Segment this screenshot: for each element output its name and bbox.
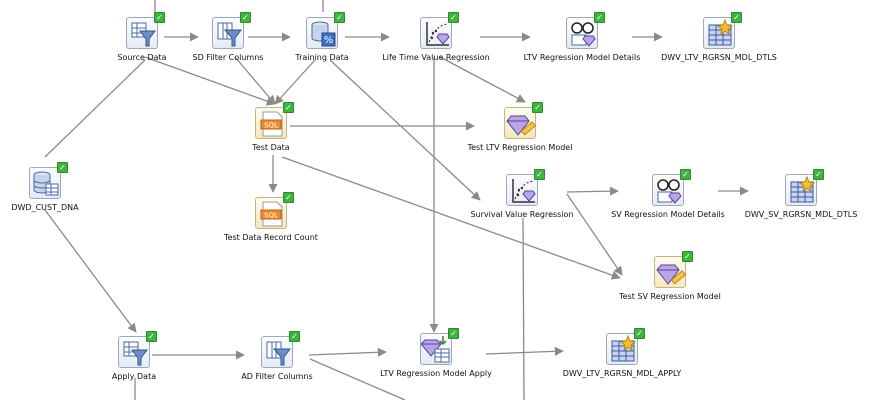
connector-line[interactable]: [522, 217, 525, 400]
connector-line[interactable]: [274, 59, 316, 105]
create-table-icon: [606, 333, 638, 365]
node-label: Life Time Value Regression: [382, 53, 490, 62]
checkmark-icon: ✓: [731, 12, 742, 23]
checkmark-icon: ✓: [534, 169, 545, 180]
node-label: SV Regression Model Details: [611, 210, 725, 219]
node-label: Test LTV Regression Model: [467, 143, 573, 152]
sample-percent-icon: %: [306, 17, 338, 49]
node-label: Training Data: [295, 53, 349, 62]
node-label: DWV_SV_RGRSN_MDL_DTLS: [744, 210, 858, 219]
checkmark-icon: ✓: [289, 331, 300, 342]
checkmark-icon: ✓: [448, 12, 459, 23]
node-label: DWV_LTV_RGRSN_MDL_DTLS: [661, 53, 777, 62]
sql-query-icon: SQL: [255, 197, 287, 229]
connector-line[interactable]: [566, 193, 623, 276]
node-label: SD Filter Columns: [192, 53, 264, 62]
model-details-icon: [566, 17, 598, 49]
filter-columns-icon: [212, 17, 244, 49]
node-label: DWD_CUST_DNA: [11, 203, 79, 212]
checkmark-icon: ✓: [448, 328, 459, 339]
connector-line[interactable]: [44, 59, 146, 158]
node-label: Source Data: [117, 53, 167, 62]
connector-line[interactable]: [485, 346, 564, 356]
node-label: Test Data Record Count: [224, 233, 318, 242]
checkmark-icon: ✓: [283, 192, 294, 203]
node-label: Test SV Regression Model: [619, 292, 721, 301]
connector-line[interactable]: [308, 347, 387, 357]
svg-text:SQL: SQL: [264, 122, 278, 130]
connector-line[interactable]: [309, 358, 406, 400]
connector-line[interactable]: [281, 156, 621, 280]
node-label: LTV Regression Model Details: [523, 53, 641, 62]
filter-rows-icon: [118, 336, 150, 368]
filter-columns-icon: [261, 336, 293, 368]
checkmark-icon: ✓: [57, 162, 68, 173]
node-label: Test Data: [252, 143, 290, 152]
test-model-icon: [504, 107, 536, 139]
checkmark-icon: ✓: [240, 12, 251, 23]
node-label: DWV_LTV_RGRSN_MDL_APPLY: [562, 369, 682, 378]
checkmark-icon: ✓: [532, 102, 543, 113]
checkmark-icon: ✓: [334, 12, 345, 23]
checkmark-icon: ✓: [154, 12, 165, 23]
checkmark-icon: ✓: [682, 251, 693, 262]
create-table-icon: [703, 17, 735, 49]
data-source-icon: [29, 167, 61, 199]
node-label: AD Filter Columns: [241, 372, 313, 381]
connector-line[interactable]: [439, 56, 526, 103]
regression-icon: [420, 17, 452, 49]
connector-line[interactable]: [566, 186, 619, 196]
connector-line[interactable]: [234, 56, 276, 105]
create-table-icon: [785, 174, 817, 206]
svg-text:%: %: [324, 35, 334, 46]
svg-text:SQL: SQL: [264, 212, 278, 220]
connector-line[interactable]: [329, 59, 481, 201]
node-label: Survival Value Regression: [470, 210, 574, 219]
checkmark-icon: ✓: [146, 331, 157, 342]
checkmark-icon: ✓: [680, 169, 691, 180]
connector-line[interactable]: [144, 56, 276, 106]
checkmark-icon: ✓: [283, 102, 294, 113]
filter-rows-icon: [126, 17, 158, 49]
checkmark-icon: ✓: [813, 169, 824, 180]
connector-line[interactable]: [44, 209, 137, 333]
checkmark-icon: ✓: [634, 328, 645, 339]
sql-query-icon: SQL: [255, 107, 287, 139]
model-details-icon: [652, 174, 684, 206]
test-model-icon: [654, 256, 686, 288]
checkmark-icon: ✓: [594, 12, 605, 23]
regression-icon: [506, 174, 538, 206]
apply-model-icon: [420, 333, 452, 365]
node-label: Apply Data: [111, 372, 157, 381]
node-label: LTV Regression Model Apply: [380, 369, 492, 378]
